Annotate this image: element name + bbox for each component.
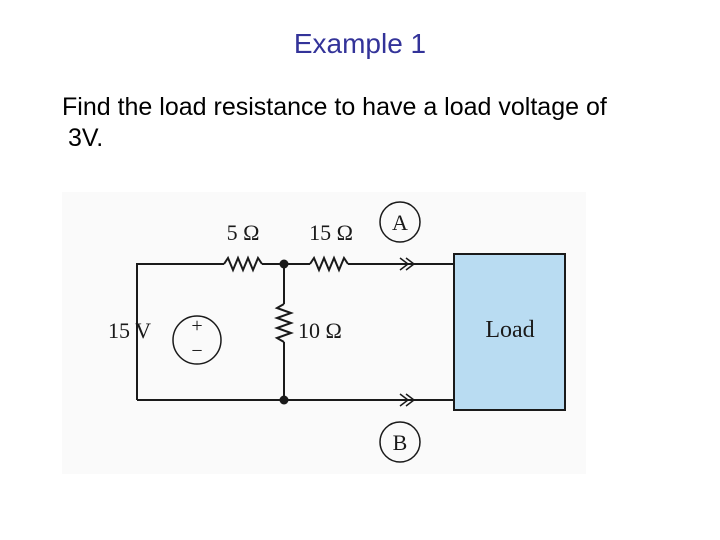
slide-title: Example 1 bbox=[293, 28, 427, 59]
terminal-b-chevron-2 bbox=[405, 393, 416, 407]
label-10-ohm: 10 Ω bbox=[298, 318, 342, 343]
terminal-a-chevron-2 bbox=[405, 257, 416, 271]
junction-bottom bbox=[279, 395, 289, 405]
label-5-ohm: 5 Ω bbox=[227, 220, 260, 245]
wire-top-left bbox=[136, 263, 224, 317]
node-a-circle bbox=[379, 201, 421, 243]
source-minus-sign: − bbox=[191, 340, 202, 362]
load-box bbox=[453, 253, 566, 411]
voltage-source bbox=[172, 315, 222, 365]
problem-statement: Find the load resistance to have a load … bbox=[62, 92, 702, 154]
problem-line-1: Find the load resistance to have a load … bbox=[62, 93, 607, 121]
resistor-5-ohm bbox=[223, 255, 263, 273]
label-node-a: A bbox=[392, 210, 408, 235]
terminal-b-chevron-1 bbox=[399, 393, 410, 407]
label-source-voltage: 15 V bbox=[108, 318, 151, 343]
resistor-15-ohm bbox=[309, 255, 349, 273]
junction-top bbox=[279, 259, 289, 269]
problem-line-2: 3V. bbox=[68, 124, 104, 152]
label-load: Load bbox=[485, 317, 534, 343]
resistor-10-ohm bbox=[274, 303, 294, 343]
terminal-a-chevron-1 bbox=[399, 257, 410, 271]
label-15-ohm: 15 Ω bbox=[309, 220, 353, 245]
circuit-diagram: 5 Ω 15 Ω 10 Ω 15 V + − A B Load bbox=[62, 192, 586, 474]
label-node-b: B bbox=[393, 430, 408, 455]
node-b-circle bbox=[379, 421, 421, 463]
source-plus-sign: + bbox=[191, 315, 202, 337]
